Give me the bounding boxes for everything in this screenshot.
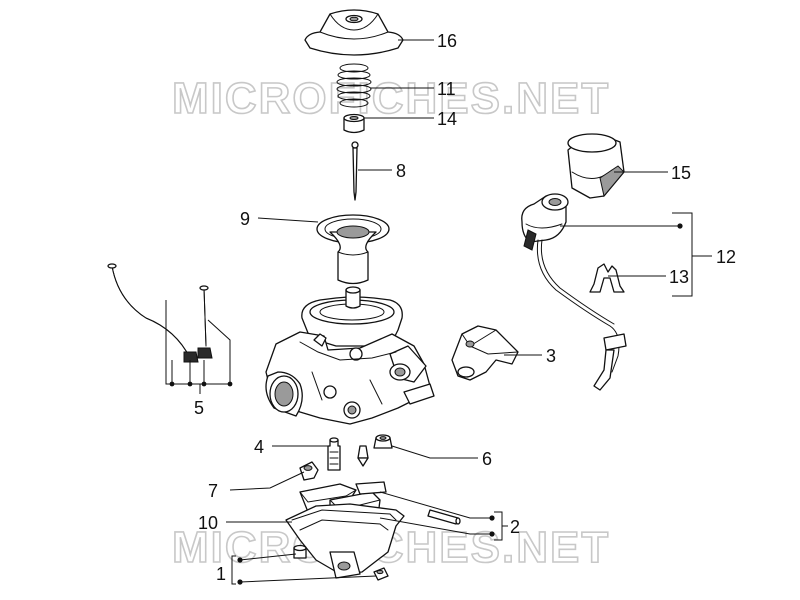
part-6-main-jet	[373, 434, 393, 449]
callout-labels: 16 11 14 8 15 9 12 13 3 5 4 6 7 2 10 1	[194, 31, 736, 584]
callout-14: 14	[437, 109, 457, 129]
part-7-screw	[299, 461, 319, 481]
callout-1: 1	[216, 564, 226, 584]
part-8-jet-needle	[351, 141, 359, 201]
callout-15: 15	[671, 163, 691, 183]
part-1-bowl-screws	[293, 544, 389, 581]
callout-2: 2	[510, 517, 520, 537]
part-pilot-jet	[357, 445, 369, 467]
callout-12: 12	[716, 247, 736, 267]
callout-4: 4	[254, 437, 264, 457]
part-15-rubber-cap	[567, 133, 625, 199]
carburetor-body	[265, 286, 435, 425]
leader-dots	[169, 223, 683, 585]
callout-10: 10	[198, 513, 218, 533]
callout-6: 6	[482, 449, 492, 469]
part-13-clip	[589, 263, 625, 293]
part-4-jet-holder	[327, 437, 341, 471]
callout-16: 16	[437, 31, 457, 51]
callout-9: 9	[240, 209, 250, 229]
callout-5: 5	[194, 398, 204, 418]
watermark-top: MICROFICHES.NET	[172, 74, 610, 123]
part-12-starter-choke	[521, 193, 627, 391]
part-3-throttle-cover	[451, 325, 519, 381]
part-16-top-cover	[304, 9, 404, 56]
part-14-needle-retainer	[343, 113, 365, 134]
part-11-spring	[336, 63, 372, 108]
callout-7: 7	[208, 481, 218, 501]
callout-3: 3	[546, 346, 556, 366]
part-5-vent-tubes	[107, 263, 213, 363]
callout-11: 11	[437, 79, 456, 99]
callout-8: 8	[396, 161, 406, 181]
part-9-diaphragm-slide	[316, 214, 390, 285]
callout-13: 13	[669, 267, 689, 287]
part-10-float-bowl	[285, 503, 405, 579]
